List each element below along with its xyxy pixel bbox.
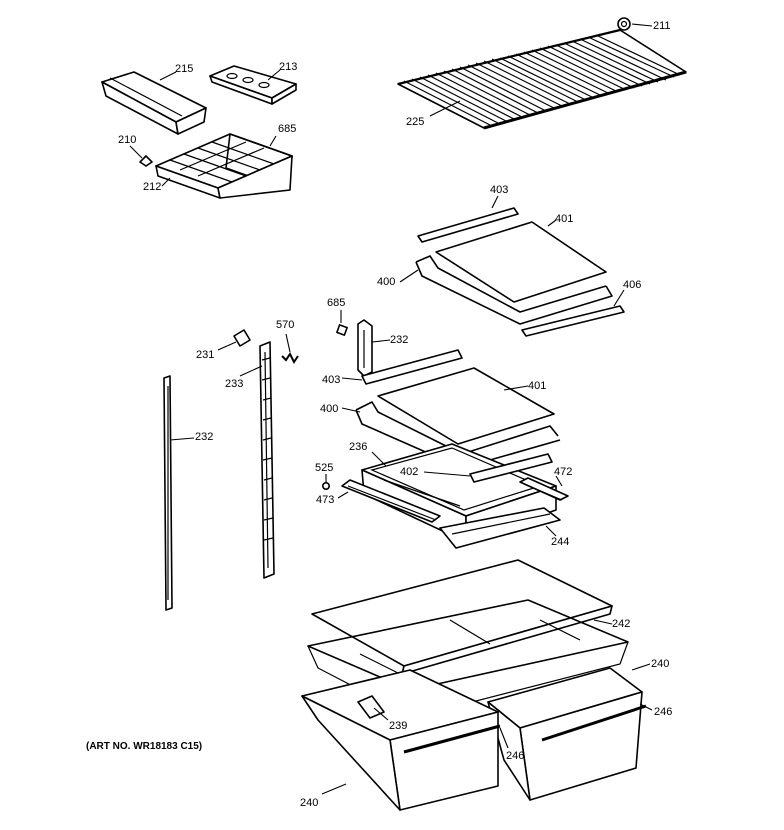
side-rail-233 xyxy=(259,341,275,579)
label-212: 212 xyxy=(143,181,161,193)
label-231: 231 xyxy=(196,349,214,361)
label-403b: 403 xyxy=(322,374,340,386)
label-472: 472 xyxy=(554,466,572,478)
label-246a: 246 xyxy=(654,706,672,718)
wire-shelf-225 xyxy=(397,28,687,130)
shelf-frame-400-upper xyxy=(415,255,613,325)
label-225: 225 xyxy=(406,116,424,128)
cap-231 xyxy=(233,329,251,347)
spring-570 xyxy=(281,352,299,364)
label-215: 215 xyxy=(175,63,193,75)
label-570: 570 xyxy=(276,319,294,331)
slide-rail-472 xyxy=(519,477,569,501)
label-473: 473 xyxy=(316,494,334,506)
tray-213 xyxy=(209,65,297,105)
screw-685 xyxy=(336,324,348,336)
label-236: 236 xyxy=(349,441,367,453)
bracket-232-short xyxy=(357,319,373,377)
label-240a: 240 xyxy=(651,658,669,670)
shelf-trim-403-lower xyxy=(361,349,463,385)
crisper-pan-240-right xyxy=(487,667,647,801)
slide-rail-473 xyxy=(341,479,441,523)
label-685b: 685 xyxy=(327,297,345,309)
label-232b: 232 xyxy=(195,431,213,443)
screw-210 xyxy=(139,155,153,167)
screw-525 xyxy=(321,481,330,490)
divider-239 xyxy=(357,695,385,719)
wire-basket-212 xyxy=(155,133,293,199)
shelf-trim-403-upper xyxy=(417,207,519,243)
label-400b: 400 xyxy=(320,403,338,415)
label-242: 242 xyxy=(612,618,630,630)
label-403a: 403 xyxy=(490,184,508,196)
glass-shelf-401-lower xyxy=(377,367,555,445)
art-number: (ART NO. WR18183 C15) xyxy=(86,741,202,752)
drawer-cover-402 xyxy=(469,453,553,483)
label-210: 210 xyxy=(118,134,136,146)
label-402: 402 xyxy=(400,466,418,478)
label-211: 211 xyxy=(653,20,671,32)
label-244: 244 xyxy=(551,536,569,548)
shelf-clip-211 xyxy=(617,17,631,31)
label-401a: 401 xyxy=(555,213,573,225)
label-213: 213 xyxy=(279,61,297,73)
label-246b: 246 xyxy=(506,750,524,762)
label-525: 525 xyxy=(315,462,333,474)
glass-shelf-401-upper xyxy=(435,221,607,303)
label-239: 239 xyxy=(389,720,407,732)
shelf-frame-400-lower xyxy=(355,401,561,469)
drawer-support-244 xyxy=(439,507,561,549)
bin-215 xyxy=(101,71,207,135)
crisper-pan-240-left xyxy=(301,669,501,811)
shelf-trim-406 xyxy=(521,305,625,337)
label-406: 406 xyxy=(623,279,641,291)
label-240b: 240 xyxy=(300,797,318,809)
label-685a: 685 xyxy=(278,123,296,135)
label-400a: 400 xyxy=(377,276,395,288)
label-401b: 401 xyxy=(528,380,546,392)
side-rail-232-long xyxy=(163,375,173,611)
label-233: 233 xyxy=(225,378,243,390)
label-232a: 232 xyxy=(390,334,408,346)
